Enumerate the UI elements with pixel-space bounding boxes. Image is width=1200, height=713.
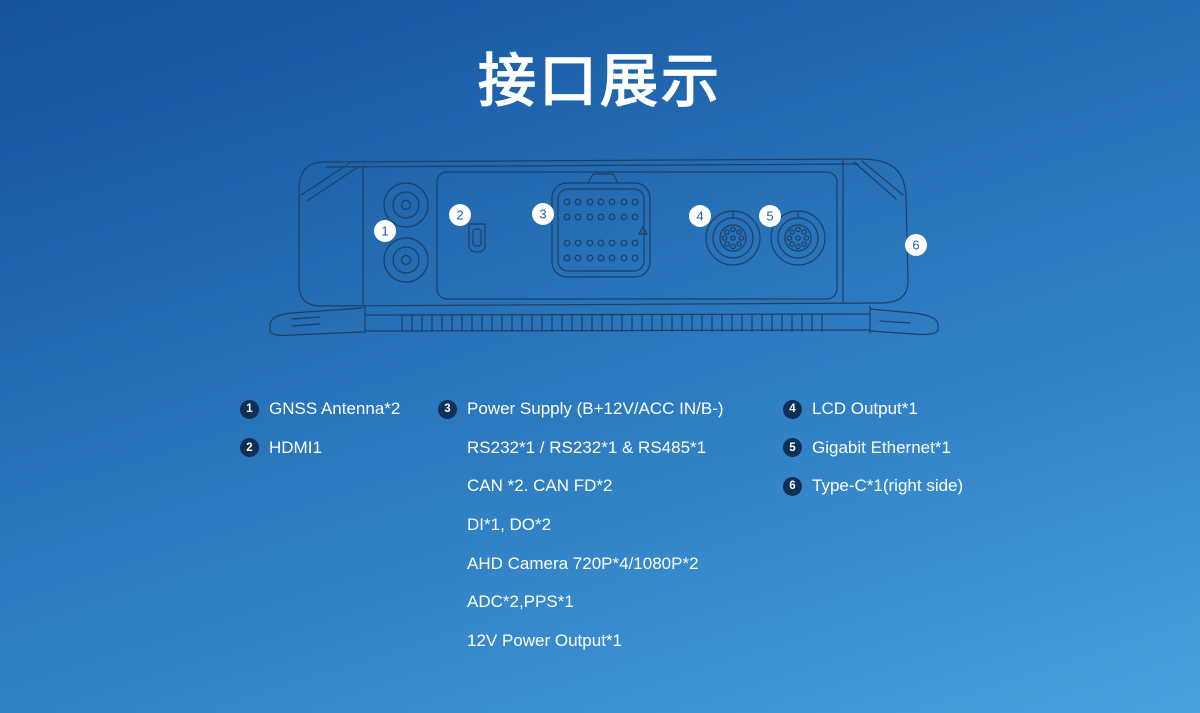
legend-bullet-1: 1	[240, 399, 259, 419]
legend-bullet-3: 3	[438, 399, 457, 419]
gnss-connector-bottom	[383, 237, 429, 283]
legend-item-power: 3 Power Supply (B+12V/ACC IN/B-)	[438, 390, 724, 429]
legend-text-dido: DI*1, DO*2	[467, 515, 552, 535]
callout-1: 1	[374, 220, 396, 242]
mounting-base	[269, 305, 939, 337]
legend-item-gnss: 1 GNSS Antenna*2	[240, 390, 400, 429]
legend-item-12v: 12V Power Output*1	[438, 622, 724, 661]
legend-bullet-2: 2	[240, 438, 259, 458]
legend-text-can: CAN *2. CAN FD*2	[467, 476, 613, 496]
gnss-connector-top	[383, 182, 429, 228]
svg-text:2: 2	[456, 208, 463, 223]
legend-text-gnss: GNSS Antenna*2	[269, 399, 401, 419]
right-bracket	[869, 308, 939, 336]
device-body-outline	[298, 158, 909, 307]
callouts: 1 2 3 4 5 6	[374, 203, 927, 256]
svg-text:6: 6	[912, 238, 919, 253]
main-multipin-connector	[551, 173, 651, 278]
device-diagram: 1 2 3 4 5 6	[262, 145, 952, 360]
round-connector-ethernet	[770, 210, 826, 266]
legend-text-hdmi: HDMI1	[269, 437, 322, 457]
callout-2: 2	[449, 204, 471, 226]
heatsink-fins	[401, 314, 823, 332]
svg-text:3: 3	[539, 207, 546, 222]
legend-bullet-4: 4	[783, 399, 802, 419]
legend-item-rs232: RS232*1 / RS232*1 & RS485*1	[438, 429, 724, 468]
legend-item-dido: DI*1, DO*2	[438, 506, 724, 545]
hdmi-port	[468, 223, 486, 253]
legend-item-lcd: 4 LCD Output*1	[783, 390, 963, 429]
connector-pins	[563, 198, 639, 262]
legend-column-1: 1 GNSS Antenna*2 2 HDMI1	[240, 390, 400, 467]
svg-text:5: 5	[766, 209, 773, 224]
callout-6: 6	[905, 234, 927, 256]
connector-panel	[436, 171, 838, 300]
svg-text:4: 4	[696, 209, 703, 224]
legend-bullet-5: 5	[783, 438, 802, 458]
legend-item-hdmi: 2 HDMI1	[240, 429, 400, 468]
svg-text:1: 1	[381, 224, 388, 239]
round-connector-lcd	[705, 210, 761, 266]
legend-text-adc: ADC*2,PPS*1	[467, 592, 574, 612]
legend-item-typec: 6 Type-C*1(right side)	[783, 467, 963, 506]
legend-text-ahd: AHD Camera 720P*4/1080P*2	[467, 553, 699, 573]
callout-5: 5	[759, 205, 781, 227]
legend-item-ahd: AHD Camera 720P*4/1080P*2	[438, 544, 724, 583]
legend-bullet-6: 6	[783, 476, 802, 496]
legend-item-ethernet: 5 Gigabit Ethernet*1	[783, 429, 963, 468]
legend-text-lcd: LCD Output*1	[812, 399, 918, 419]
legend-text-12v: 12V Power Output*1	[467, 630, 622, 650]
device-rear-panel-drawing: 1 2 3 4 5 6	[269, 158, 939, 337]
legend-text-ethernet: Gigabit Ethernet*1	[812, 437, 951, 457]
legend-item-can: CAN *2. CAN FD*2	[438, 467, 724, 506]
legend-column-2: 3 Power Supply (B+12V/ACC IN/B-) RS232*1…	[438, 390, 724, 660]
legend-column-3: 4 LCD Output*1 5 Gigabit Ethernet*1 6 Ty…	[783, 390, 963, 506]
left-bracket	[269, 307, 364, 337]
page-title: 接口展示	[477, 49, 722, 114]
legend-text-rs232: RS232*1 / RS232*1 & RS485*1	[467, 437, 707, 457]
legend-item-adc: ADC*2,PPS*1	[438, 583, 724, 622]
legend-text-power: Power Supply (B+12V/ACC IN/B-)	[467, 399, 724, 419]
callout-4: 4	[689, 205, 711, 227]
callout-3: 3	[532, 203, 554, 225]
legend-text-typec: Type-C*1(right side)	[812, 476, 964, 496]
